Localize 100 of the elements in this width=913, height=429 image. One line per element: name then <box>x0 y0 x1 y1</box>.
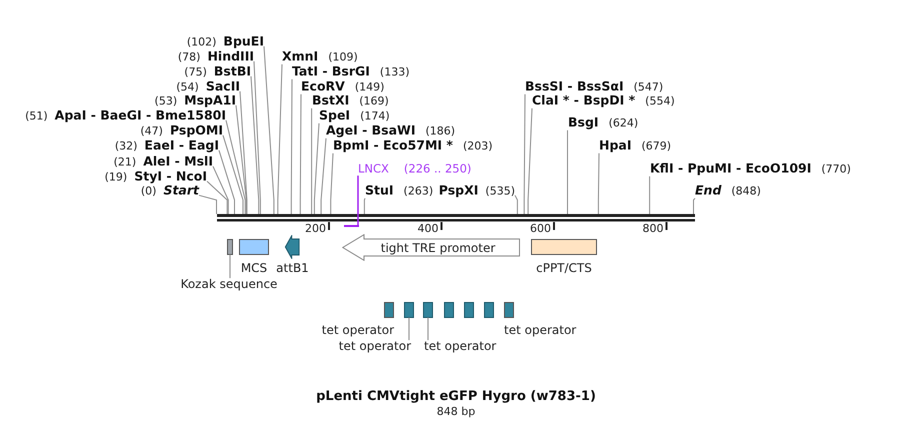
leader-line <box>693 198 696 214</box>
enzyme-name: StuI <box>365 184 394 198</box>
feature-box <box>444 302 454 318</box>
feature-label: Kozak sequence <box>180 278 278 292</box>
sequence-end-label: End <box>695 184 722 198</box>
site-position: (169) <box>359 96 389 108</box>
scale-label: 400 <box>418 223 438 236</box>
feature-label: attB1 <box>276 262 309 276</box>
leader-line <box>320 138 326 214</box>
feature-label: tet operator <box>504 324 576 338</box>
site-position: (535) <box>485 186 515 198</box>
enzyme-name: StyI - NcoI <box>134 170 207 184</box>
leader-line <box>598 152 600 214</box>
primer-binding-mark <box>344 225 359 227</box>
site-position: (32) <box>114 140 138 154</box>
scale-label: 600 <box>530 223 551 236</box>
enzyme-name: HpaI <box>599 138 632 154</box>
leader-line <box>236 104 247 214</box>
leader-line <box>264 46 274 214</box>
feature-label: cPPT/CTS <box>536 262 592 276</box>
leader-line <box>212 166 229 214</box>
site-position: (133) <box>380 66 410 80</box>
leader-line <box>524 94 526 214</box>
site-position: (203) <box>462 140 493 154</box>
enzyme-name: TatI - BsrGI <box>292 64 370 80</box>
enzyme-name: BssSI - BssSαI <box>525 80 624 94</box>
enzyme-name: KflI - PpuMI - EcoO109I <box>650 162 812 176</box>
site-position: (263) <box>404 186 434 198</box>
leader-line <box>226 120 246 214</box>
primer-name: LNCX <box>358 162 389 176</box>
leader-line <box>206 180 228 214</box>
enzyme-name: BpuEI <box>223 34 264 50</box>
enzyme-name: ApaI - BaeGI - Bme1580I <box>54 108 226 124</box>
scale-label: 800 <box>642 223 664 236</box>
enzyme-name: HindIII <box>207 50 254 64</box>
map-title: pLenti CMVtight eGFP Hygro (w783-1) <box>316 390 596 405</box>
enzyme-name: EcoRV <box>301 80 345 94</box>
site-position: (174) <box>360 110 390 124</box>
site-position: (102) <box>186 36 216 50</box>
leader-line <box>311 108 312 214</box>
promoter-block <box>342 234 520 261</box>
leader-line <box>218 150 235 214</box>
site-position: (54) <box>176 82 199 94</box>
feature-box <box>484 302 494 318</box>
enzyme-name: PspOMI <box>170 124 223 138</box>
sequence-length: 848 bp <box>436 406 476 419</box>
enzyme-name: PspXI <box>438 184 478 198</box>
leader-line <box>528 108 532 214</box>
leader-line <box>222 134 244 214</box>
leader-line <box>250 76 260 214</box>
site-position: (770) <box>821 164 851 176</box>
enzyme-name: BpmI - Eco57MI * <box>333 138 453 154</box>
leader-line <box>314 122 320 214</box>
site-position: (149) <box>354 82 384 94</box>
enzyme-name: BstXI <box>312 94 350 108</box>
feature-label: MCS <box>240 262 268 276</box>
site-position: (78) <box>178 52 200 64</box>
leader-line <box>649 176 650 214</box>
enzyme-name: BstBI <box>214 64 251 80</box>
enzyme-name: MspA1I <box>184 94 236 108</box>
leader-line <box>364 198 366 214</box>
leader-line <box>254 60 261 214</box>
leader-line <box>277 64 282 214</box>
site-position: (75) <box>184 66 207 80</box>
leader-line <box>198 194 217 214</box>
feature-label: tight TRE promoter <box>380 240 496 255</box>
site-position: (21) <box>114 156 136 170</box>
feature-box <box>404 302 414 318</box>
enzyme-name: AleI - MslI <box>143 154 213 170</box>
enzyme-name: ClaI * - BspDI * <box>532 94 636 108</box>
site-position: (109) <box>328 52 358 64</box>
enzyme-name: SacII <box>206 80 240 94</box>
scale-label: 200 <box>305 223 326 236</box>
leader-line <box>290 78 292 214</box>
feature-box <box>464 302 474 318</box>
site-position: (848) <box>731 186 761 198</box>
sequence-backbone <box>217 214 695 222</box>
feature-box <box>227 239 233 255</box>
enzyme-name: XmnI <box>282 50 318 64</box>
feature-label: tet operator <box>424 340 496 354</box>
leader-line <box>240 90 248 214</box>
site-position: (554) <box>645 96 675 108</box>
site-position: (679) <box>642 140 672 154</box>
leader-line <box>567 130 568 214</box>
enzyme-name: AgeI - BsaWI <box>326 124 416 138</box>
leader-line <box>330 152 334 214</box>
feature-label: tet operator <box>322 324 394 338</box>
site-position: (53) <box>154 96 178 108</box>
leader-line <box>408 317 410 341</box>
enzyme-name: EaeI - EagI <box>144 138 219 154</box>
primer-position: (226 .. 250) <box>404 162 472 176</box>
leader-line <box>357 176 359 225</box>
feature-box <box>423 302 433 318</box>
site-position: (51) <box>25 110 48 124</box>
site-position: (186) <box>425 126 456 138</box>
leader-line <box>300 94 302 214</box>
enzyme-name: SpeI <box>319 108 350 124</box>
feature-label: tet operator <box>338 340 411 354</box>
leader-line <box>514 194 518 214</box>
site-position: (0) <box>140 186 156 198</box>
